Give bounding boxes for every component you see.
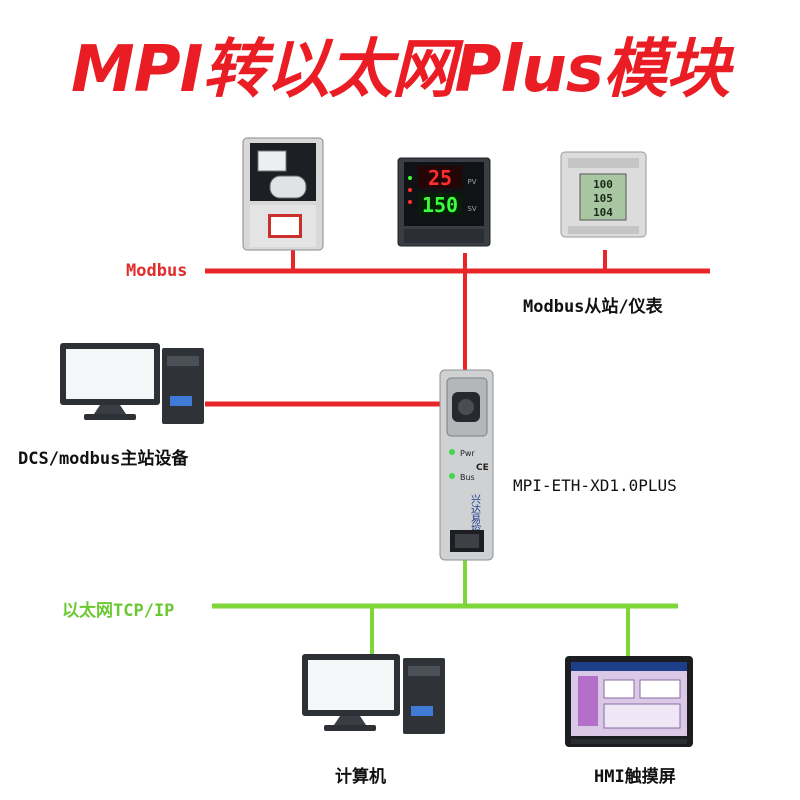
module-model-label: MPI-ETH-XD1.0PLUS: [513, 476, 677, 495]
controller-tag-top: PV: [467, 178, 476, 186]
controller-display-bottom: 150: [422, 193, 458, 217]
modbus-bus-label: Modbus: [126, 261, 188, 281]
computer-label: 计算机: [335, 767, 386, 787]
ethernet-bus-label: 以太网TCP/IP: [62, 601, 175, 621]
power-meter-icon: 100 105 104: [560, 151, 647, 238]
vfd-drive-icon: [242, 137, 324, 251]
computer-workstation-icon: [302, 654, 445, 734]
modbus-slaves-label: Modbus从站/仪表: [523, 297, 663, 317]
meter-line-1: 100: [593, 178, 613, 191]
module-brand-text: 兴达易控: [469, 494, 481, 535]
temperature-controller-icon: 25 PV 150 SV: [397, 157, 491, 247]
module-ce-mark: CE: [476, 463, 489, 473]
module-pwr-label: Pwr: [460, 449, 475, 458]
meter-line-2: 105: [593, 192, 613, 205]
controller-display-top: 25: [428, 166, 452, 190]
controller-tag-bottom: SV: [467, 205, 476, 213]
meter-line-3: 104: [593, 206, 613, 219]
dcs-workstation-icon: [60, 343, 204, 424]
hmi-touchscreen-icon: [565, 656, 693, 747]
hmi-label: HMI触摸屏: [594, 767, 676, 787]
module-bus-label: Bus: [460, 473, 475, 482]
ethernet-bus-lines: [212, 552, 678, 660]
dcs-master-label: DCS/modbus主站设备: [18, 449, 189, 469]
mpi-ethernet-module-icon: Pwr CE Bus 兴达易控: [439, 369, 494, 561]
page-title: MPI转以太网Plus模块: [71, 33, 730, 107]
